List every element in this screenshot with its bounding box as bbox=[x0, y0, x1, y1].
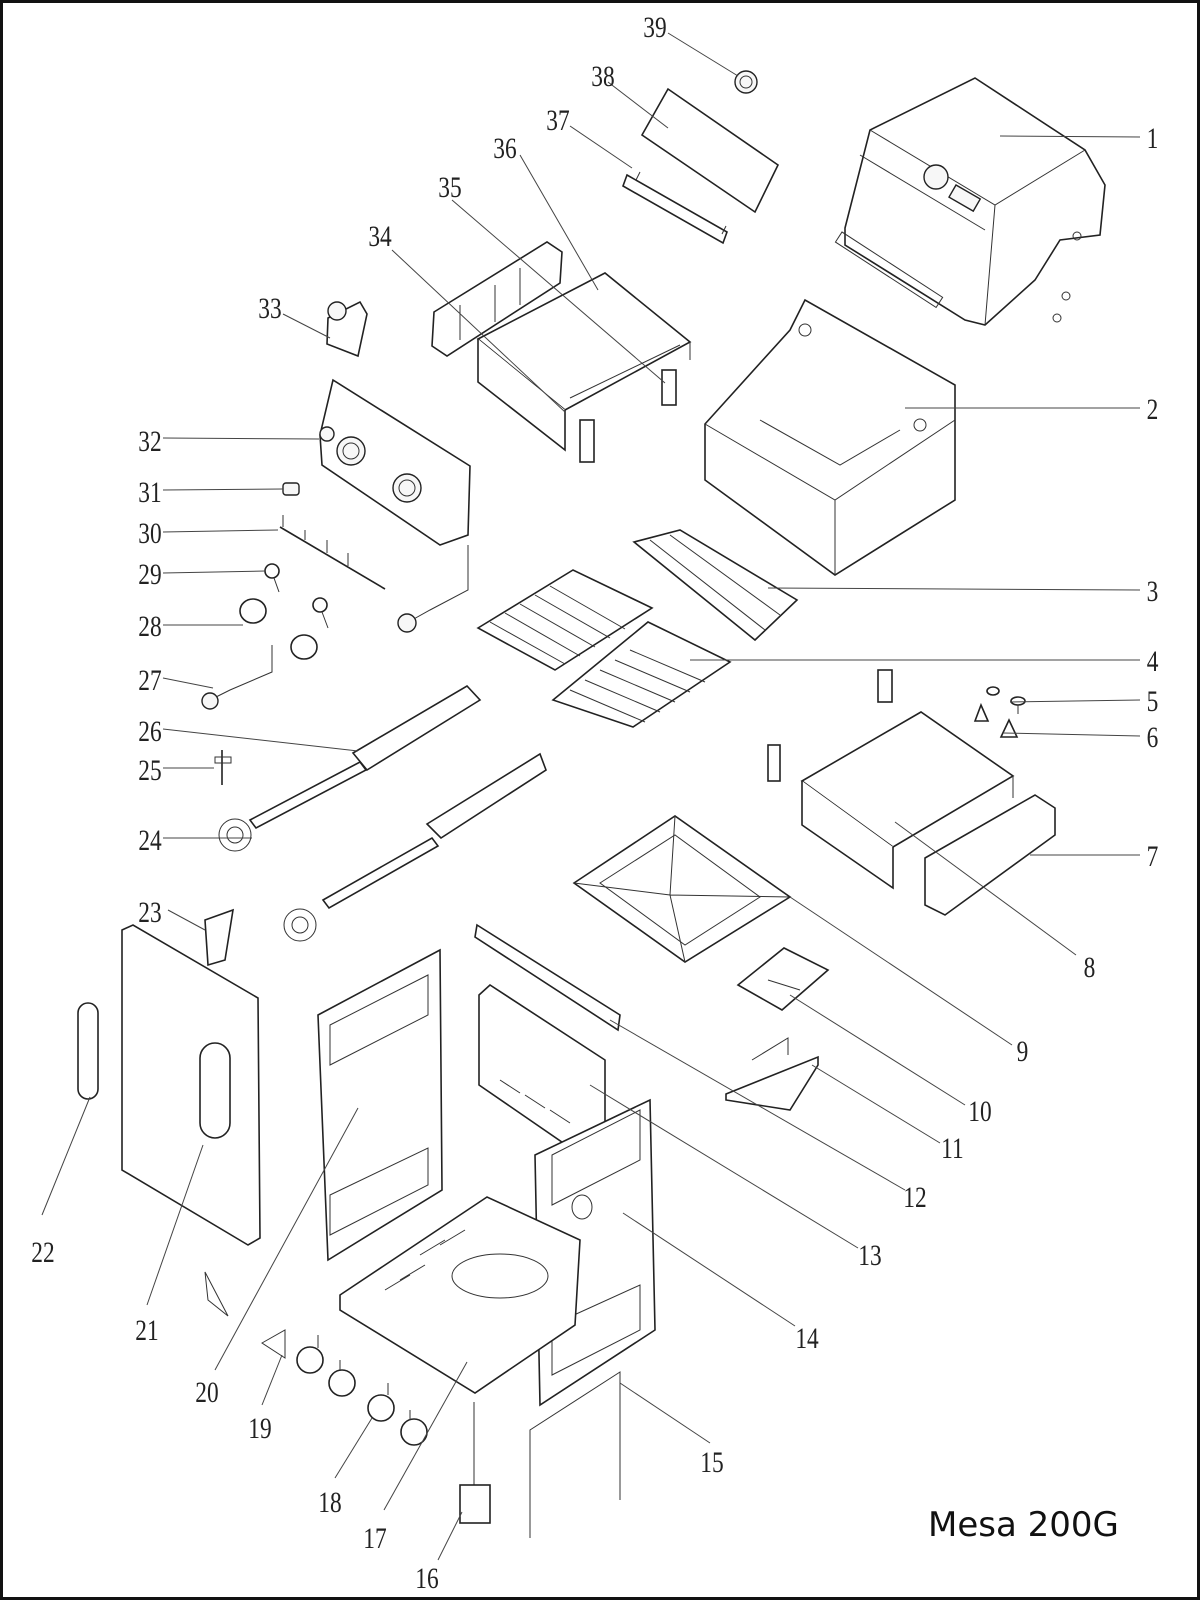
model-name: Mesa 200G bbox=[928, 1505, 1119, 1545]
part-warming-rack bbox=[632, 529, 799, 642]
part-grease-cup bbox=[736, 947, 830, 1011]
callout-9: 9 bbox=[1017, 1034, 1029, 1067]
callout-7: 7 bbox=[1147, 839, 1159, 872]
callout-21: 21 bbox=[135, 1313, 158, 1346]
part-shelf-bracket bbox=[579, 369, 677, 463]
part-ignition-module bbox=[326, 300, 368, 358]
part-control-panel bbox=[319, 378, 471, 546]
callout-3: 3 bbox=[1147, 574, 1159, 607]
part-lid bbox=[834, 77, 1106, 326]
part-gas-hose bbox=[201, 645, 273, 710]
callout-13: 13 bbox=[858, 1238, 881, 1271]
callout-17: 17 bbox=[363, 1521, 386, 1554]
part-heat-shield bbox=[640, 87, 780, 214]
callout-4: 4 bbox=[1147, 644, 1159, 677]
callout-22: 22 bbox=[31, 1235, 54, 1268]
callout-24: 24 bbox=[138, 823, 162, 856]
part-regulator-hose bbox=[397, 545, 469, 633]
callout-10: 10 bbox=[968, 1094, 991, 1127]
part-door-handle bbox=[77, 1002, 99, 1100]
part-leveling-foot bbox=[973, 702, 1019, 738]
part-control-knob bbox=[239, 598, 318, 660]
part-hinge-bracket bbox=[767, 669, 893, 782]
callout-8: 8 bbox=[1084, 950, 1096, 983]
callout-39: 39 bbox=[643, 10, 666, 43]
part-corner-bracket bbox=[204, 1271, 286, 1359]
part-thermometer bbox=[734, 70, 758, 94]
part-door bbox=[121, 924, 261, 1246]
callout-20: 20 bbox=[195, 1375, 218, 1408]
part-flame-tamer bbox=[351, 684, 547, 840]
part-igniter-button bbox=[282, 482, 300, 496]
part-thumb-screw bbox=[986, 686, 1026, 714]
part-firebox bbox=[704, 298, 956, 576]
part-left-side-panel bbox=[317, 948, 443, 1262]
callout-36: 36 bbox=[493, 131, 516, 164]
callout-2: 2 bbox=[1147, 392, 1159, 425]
callout-27: 27 bbox=[138, 663, 161, 696]
part-shelf-trim bbox=[924, 794, 1056, 916]
callout-38: 38 bbox=[591, 59, 614, 92]
part-knob-bezel bbox=[264, 563, 329, 629]
callout-18: 18 bbox=[318, 1485, 341, 1518]
callout-23: 23 bbox=[138, 895, 161, 928]
part-tank-retainer bbox=[529, 1371, 621, 1538]
callout-25: 25 bbox=[138, 753, 161, 786]
callout-26: 26 bbox=[138, 714, 161, 747]
callout-28: 28 bbox=[138, 609, 161, 642]
part-base-panel bbox=[339, 1196, 581, 1394]
callout-14: 14 bbox=[795, 1321, 819, 1354]
callout-15: 15 bbox=[700, 1445, 723, 1478]
part-grease-tray bbox=[572, 815, 792, 963]
callout-37: 37 bbox=[546, 103, 569, 136]
part-cooking-grid bbox=[476, 569, 732, 728]
part-electrode bbox=[214, 750, 232, 785]
part-gas-manifold bbox=[279, 515, 386, 590]
part-shelf-front-panel bbox=[431, 241, 563, 357]
callout-1: 1 bbox=[1147, 121, 1159, 154]
callout-11: 11 bbox=[941, 1131, 964, 1164]
part-burner-tube bbox=[218, 760, 440, 942]
callout-12: 12 bbox=[903, 1180, 926, 1213]
callout-29: 29 bbox=[138, 557, 161, 590]
callout-16: 16 bbox=[415, 1561, 438, 1594]
callout-33: 33 bbox=[258, 291, 281, 324]
part-tank-scale bbox=[459, 1402, 491, 1524]
part-door-hinge bbox=[204, 908, 235, 967]
leader-lines bbox=[41, 32, 1141, 1561]
callout-6: 6 bbox=[1147, 720, 1159, 753]
callout-labels: 1 2 3 4 5 6 7 8 9 10 11 12 13 14 15 16 1… bbox=[31, 10, 1159, 1594]
callout-34: 34 bbox=[368, 219, 392, 252]
callout-19: 19 bbox=[248, 1411, 271, 1444]
callout-32: 32 bbox=[138, 424, 161, 457]
part-handle bbox=[622, 171, 728, 245]
part-side-shelf-right bbox=[800, 711, 1015, 890]
part-caster-wheel bbox=[296, 1335, 428, 1446]
callout-35: 35 bbox=[438, 170, 461, 203]
callout-30: 30 bbox=[138, 516, 161, 549]
callout-31: 31 bbox=[138, 475, 161, 508]
callout-5: 5 bbox=[1147, 684, 1159, 717]
part-rear-brace bbox=[474, 923, 621, 1032]
part-grease-cup-holder bbox=[725, 1037, 819, 1111]
